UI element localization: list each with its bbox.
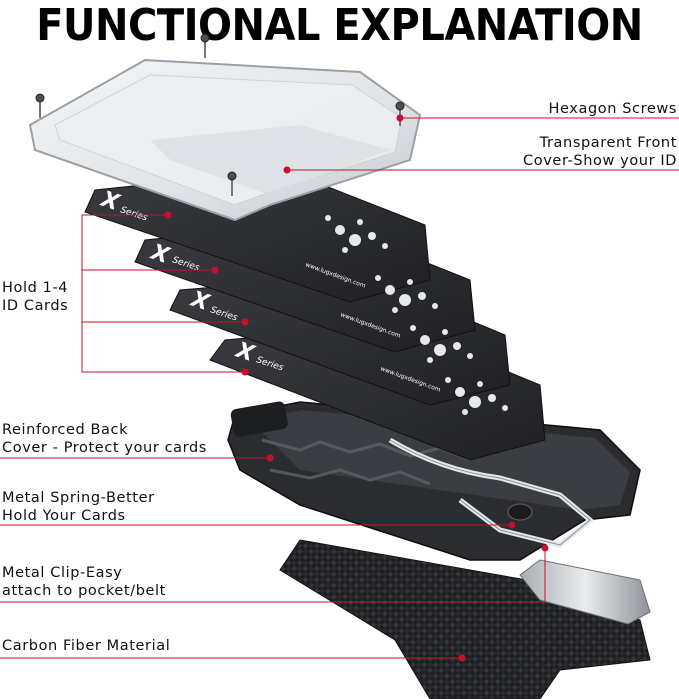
metal-clip xyxy=(519,559,651,625)
callout-metal-spring-line1: Metal Spring-Better xyxy=(2,490,155,506)
callout-id-cards-line1: Hold 1-4 xyxy=(2,280,69,296)
line-cards-bracket xyxy=(81,215,245,373)
carbon-fiber-plate xyxy=(279,539,651,699)
page-title: FUNCTIONAL EXPLANATION xyxy=(36,1,643,51)
metal-spring xyxy=(388,437,594,548)
callout-id-cards-line2: ID Cards xyxy=(2,298,69,314)
card-dot-patterns xyxy=(325,215,508,415)
callout-carbon-fiber: Carbon Fiber Material xyxy=(2,637,170,655)
callout-back-cover-line1: Reinforced Back xyxy=(2,422,129,438)
callout-metal-clip-line1: Metal Clip-Easy xyxy=(2,565,123,581)
transparent-front-cover xyxy=(28,58,422,222)
callout-front-cover: Transparent Front Cover-Show your ID xyxy=(523,134,677,170)
callout-back-cover: Reinforced Back Cover - Protect your car… xyxy=(2,421,207,457)
callout-lines xyxy=(0,117,679,659)
callout-metal-clip-line2: attach to pocket/belt xyxy=(2,583,166,599)
callout-carbon-fiber-text: Carbon Fiber Material xyxy=(2,638,171,654)
callout-metal-clip: Metal Clip-Easy attach to pocket/belt xyxy=(2,564,166,600)
callout-back-cover-line2: Cover - Protect your cards xyxy=(2,440,207,456)
callout-front-cover-line1: Transparent Front xyxy=(539,135,677,151)
callout-dots xyxy=(164,114,549,662)
callout-front-cover-line2: Cover-Show your ID xyxy=(523,153,677,169)
callout-metal-spring: Metal Spring-Better Hold Your Cards xyxy=(2,489,155,525)
callout-id-cards: Hold 1-4 ID Cards xyxy=(2,279,68,315)
callout-hexagon-screws: Hexagon Screws xyxy=(549,100,677,118)
line-clip xyxy=(0,548,546,603)
hexagon-screws xyxy=(35,33,405,196)
callout-hexagon-screws-text: Hexagon Screws xyxy=(548,101,677,117)
back-cover-housing xyxy=(227,401,641,561)
callout-metal-spring-line2: Hold Your Cards xyxy=(2,508,126,524)
